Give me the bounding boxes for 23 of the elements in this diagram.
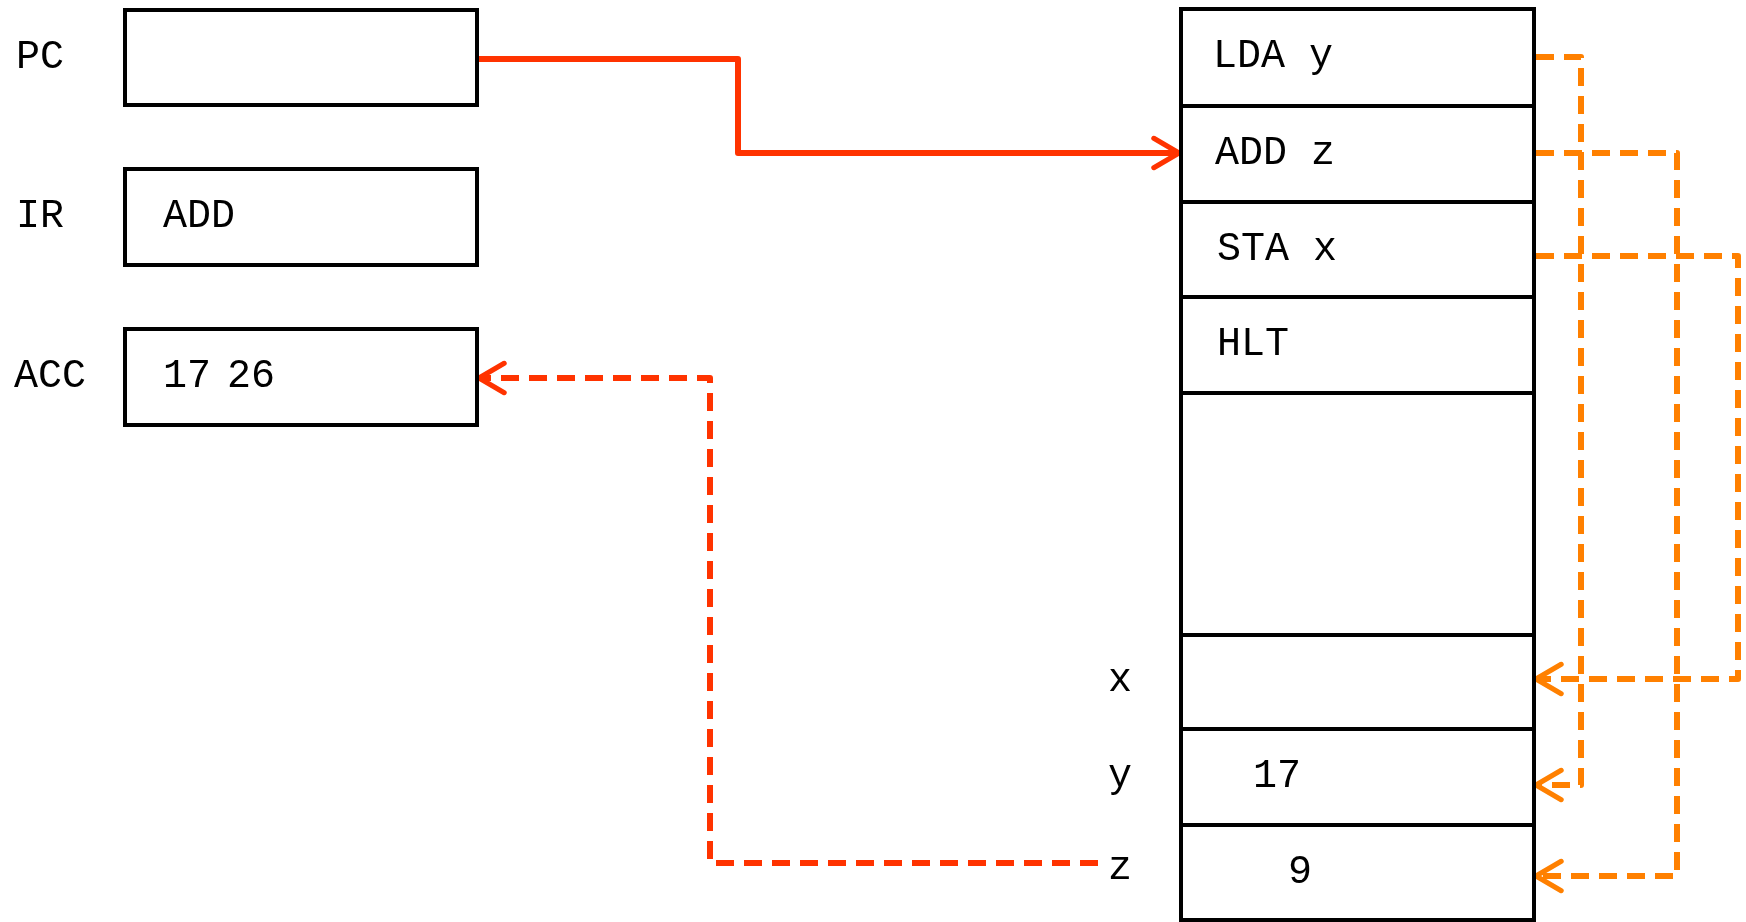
- memory-content: LDA y: [1213, 37, 1334, 77]
- register-value: 26: [227, 357, 275, 397]
- register-label: ACC: [14, 357, 86, 397]
- register-label: IR: [16, 197, 64, 237]
- address-label: y: [1108, 757, 1132, 797]
- arrow: [476, 360, 1098, 866]
- register-box: [123, 8, 479, 107]
- memory-content: ADD z: [1215, 134, 1336, 174]
- address-label: x: [1108, 661, 1132, 701]
- memory-content: STA x: [1217, 230, 1338, 270]
- register-box: [123, 167, 479, 267]
- memory-content: HLT: [1217, 325, 1289, 365]
- register-label: PC: [16, 38, 64, 78]
- register-value: ADD: [163, 197, 235, 237]
- arrow: [479, 56, 1182, 171]
- arrow: [1533, 150, 1680, 894]
- arrow: [1533, 253, 1741, 697]
- register-box: [123, 327, 479, 427]
- address-label: z: [1108, 849, 1132, 889]
- register-value: 17: [163, 357, 211, 397]
- arrow: [1533, 54, 1584, 803]
- memory-content: 9: [1288, 853, 1312, 893]
- memory-content: 17: [1253, 757, 1301, 797]
